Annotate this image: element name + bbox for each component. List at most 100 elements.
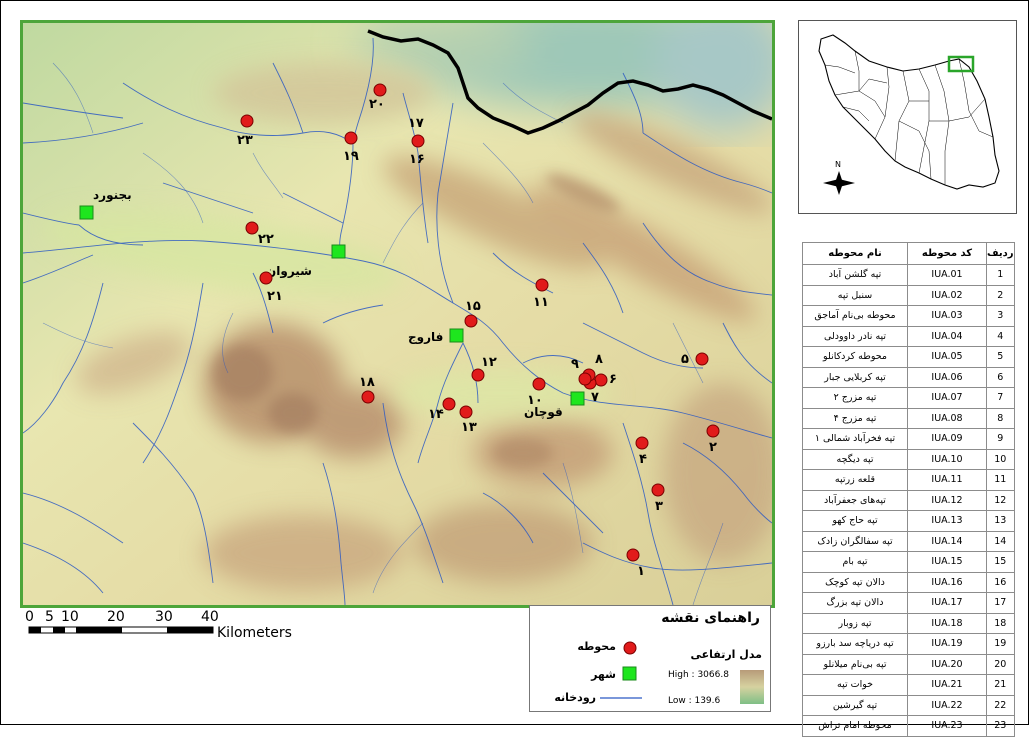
- site-name-cell: تپه بی‌نام میلانلو: [802, 653, 908, 675]
- rivers: [23, 37, 772, 605]
- site-label-19: ۱۹: [343, 149, 359, 164]
- site-marker-15[interactable]: [464, 314, 478, 328]
- scale-tick: 20: [107, 609, 125, 625]
- site-name-cell: محوطه امام تراش: [802, 715, 908, 737]
- north-arrow: N: [823, 160, 855, 195]
- site-marker-22[interactable]: [245, 221, 259, 235]
- site-code-cell: IUA.17: [907, 592, 987, 614]
- site-marker-13[interactable]: [459, 405, 473, 419]
- row-number-cell: 12: [986, 489, 1015, 511]
- legend-site-label: محوطه: [577, 640, 616, 653]
- inset-map: N: [798, 20, 1017, 214]
- row-number-cell: 3: [986, 305, 1015, 327]
- site-name-cell: محوطه کردکانلو: [802, 346, 908, 368]
- site-code-cell: IUA.02: [907, 284, 987, 306]
- north-label: N: [835, 160, 841, 169]
- city-marker-bojnurd[interactable]: [79, 205, 94, 220]
- site-labels: ۱ ۲ ۳ ۴ ۵ ۶ ۷ ۸ ۹ ۱۰ ۱۱ ۱۲ ۱۳ ۱۴ ۱۵ ۱۶ ۱…: [237, 97, 717, 579]
- site-label-21: ۲۱: [267, 289, 283, 304]
- city-marker-quchan[interactable]: [570, 391, 585, 406]
- study-area-box: [947, 55, 975, 73]
- site-marker-12[interactable]: [471, 368, 485, 382]
- city-label: بجنورد: [93, 188, 132, 203]
- site-name-cell: تپه کربلایی جبار: [802, 366, 908, 388]
- city-marker-shirvan[interactable]: [331, 244, 346, 259]
- scale-bar: 0 5 10 20 30 40 Kilometers: [25, 607, 305, 647]
- row-number-cell: 15: [986, 551, 1015, 573]
- row-number-cell: 23: [986, 715, 1015, 737]
- site-marker-18[interactable]: [361, 390, 375, 404]
- site-marker-23[interactable]: [240, 114, 254, 128]
- site-label-22: ۲۲: [258, 232, 274, 247]
- header-row: ردیف: [986, 242, 1015, 265]
- site-marker-6[interactable]: [594, 373, 608, 387]
- site-code-cell: IUA.10: [907, 448, 987, 470]
- site-marker-19[interactable]: [344, 131, 358, 145]
- site-name-cell: تپه بام: [802, 551, 908, 573]
- city-markers: [79, 205, 585, 406]
- legend-dem-label: مدل ارتفاعی: [690, 648, 762, 661]
- site-marker-4[interactable]: [635, 436, 649, 450]
- site-label-2: ۲: [709, 440, 717, 455]
- scale-tick: 10: [61, 609, 79, 625]
- legend-city-label: شهر: [591, 668, 616, 681]
- site-label-3: ۳: [655, 499, 663, 514]
- city-label: فاروج: [408, 330, 443, 345]
- site-marker-2[interactable]: [706, 424, 720, 438]
- scale-tick: 0: [25, 609, 34, 625]
- scale-tick: 5: [45, 609, 54, 625]
- row-number-cell: 11: [986, 469, 1015, 491]
- legend-low-label: Low : 139.6: [668, 696, 721, 706]
- terrain-map: بجنورد شیروان فاروج قوچان ۱ ۲ ۳ ۴ ۵: [23, 23, 772, 605]
- site-label-8: ۸: [595, 352, 603, 367]
- site-label-5: ۵: [681, 352, 689, 367]
- site-code-cell: IUA.06: [907, 366, 987, 388]
- site-marker-20[interactable]: [373, 83, 387, 97]
- site-marker-1[interactable]: [626, 548, 640, 562]
- site-label-17: ۱۷: [408, 116, 424, 131]
- site-marker-11[interactable]: [535, 278, 549, 292]
- row-number-cell: 2: [986, 284, 1015, 306]
- site-label-15: ۱۵: [465, 299, 481, 314]
- site-label-11: ۱۱: [533, 295, 549, 310]
- site-code-cell: IUA.05: [907, 346, 987, 368]
- legend-city-symbol: [622, 666, 637, 681]
- site-label-13: ۱۳: [461, 420, 477, 435]
- site-name-cell: قلعه زرتپه: [802, 469, 908, 491]
- site-name-cell: تپه گلشن آباد: [802, 264, 908, 286]
- city-marker-faruj[interactable]: [449, 328, 464, 343]
- row-number-cell: 10: [986, 448, 1015, 470]
- site-code-cell: IUA.01: [907, 264, 987, 286]
- site-marker-10[interactable]: [532, 377, 546, 391]
- site-code-cell: IUA.19: [907, 633, 987, 655]
- row-number-cell: 7: [986, 387, 1015, 409]
- main-map[interactable]: بجنورد شیروان فاروج قوچان ۱ ۲ ۳ ۴ ۵: [20, 20, 775, 608]
- site-name-cell: تپه دریاچه سد بارزو: [802, 633, 908, 655]
- site-marker-9[interactable]: [578, 372, 592, 386]
- legend: راهنمای نقشه محوطه شهر رودخانه مدل ارتفا…: [529, 605, 771, 712]
- site-marker-5[interactable]: [695, 352, 709, 366]
- site-marker-21[interactable]: [259, 271, 273, 285]
- site-name-cell: تپه مزرج ۲: [802, 387, 908, 409]
- site-marker-3[interactable]: [651, 483, 665, 497]
- scale-tick: 40: [201, 609, 219, 625]
- site-code-cell: IUA.07: [907, 387, 987, 409]
- site-marker-14[interactable]: [442, 397, 456, 411]
- site-label-7: ۷: [591, 390, 599, 405]
- site-name-cell: تپه مزرج ۴: [802, 407, 908, 429]
- site-code-cell: IUA.13: [907, 510, 987, 532]
- site-marker-16[interactable]: [411, 134, 425, 148]
- site-code-cell: IUA.22: [907, 694, 987, 716]
- row-number-cell: 16: [986, 571, 1015, 593]
